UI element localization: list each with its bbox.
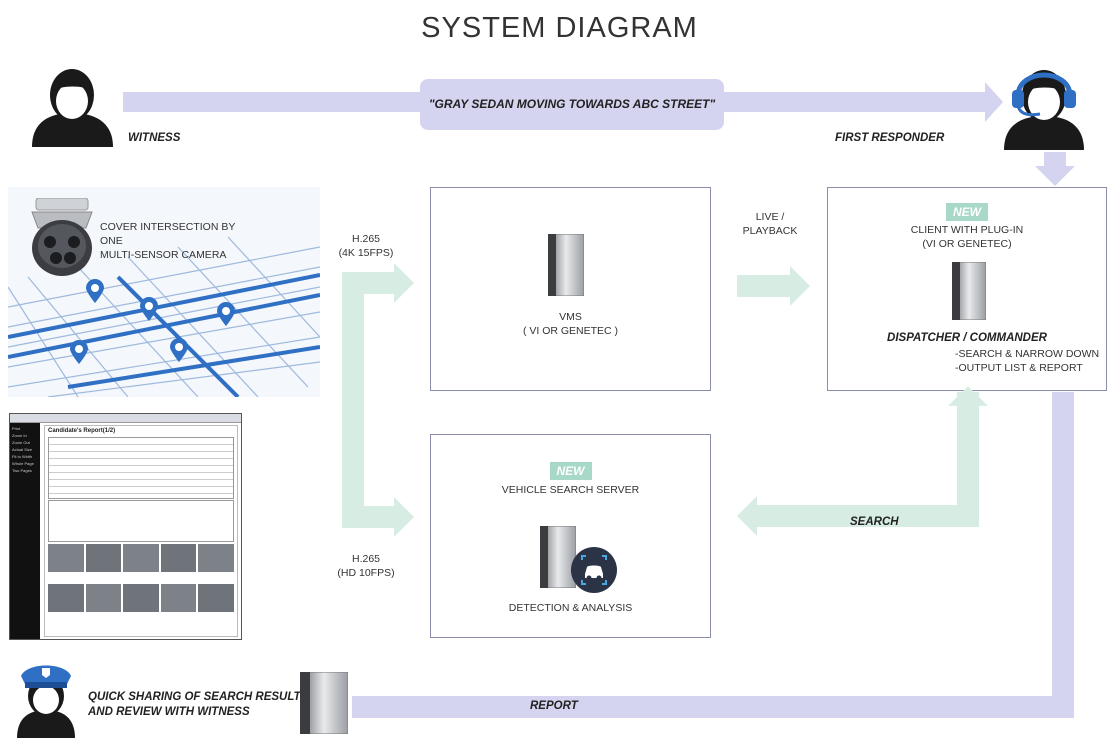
report-thumbnail <box>160 544 197 572</box>
search-horizontal-bar <box>755 505 979 527</box>
report-info-table <box>48 437 234 499</box>
report-side-menu: Print Zoom In Zoom Out Actual Size Fit t… <box>10 423 40 639</box>
quote-bubble <box>420 79 724 130</box>
report-horizontal-bar <box>352 696 1074 718</box>
vms-server-icon <box>548 234 584 296</box>
report-menu-item: Fit to Width <box>12 454 33 459</box>
report-thumbnail <box>198 544 234 572</box>
stream-vertical-bar <box>342 272 364 527</box>
report-notes <box>48 500 234 542</box>
report-menu-item: Print <box>12 426 21 431</box>
vss-caption: DETECTION & ANALYSIS <box>508 602 633 614</box>
client-server-icon <box>952 262 986 320</box>
stream-label-line: H.265 <box>351 553 381 565</box>
stream-label-line: (HD 10FPS) <box>337 567 395 579</box>
client-item: -OUTPUT LIST & REPORT <box>955 362 1083 374</box>
responder-down-arrow-head <box>1035 166 1075 191</box>
vss-server-icon <box>540 526 576 588</box>
vehicle-detection-icon <box>570 546 618 599</box>
street-map-illustration <box>8 236 320 397</box>
client-items: -SEARCH & NARROW DOWN -OUTPUT LIST & REP… <box>955 347 1105 375</box>
vss-new-badge: NEW <box>549 462 592 480</box>
camera-caption-line: COVER INTERSECTION BY ONE <box>100 221 236 247</box>
officer-caption-line: AND REVIEW WITH WITNESS <box>88 706 250 718</box>
stream-bottom-label: H.265 (HD 10FPS) <box>336 552 396 580</box>
page-title: SYSTEM DIAGRAM <box>421 12 698 44</box>
report-thumb-row <box>48 584 234 612</box>
report-vertical-bar <box>1052 392 1074 718</box>
live-label-line: LIVE / <box>755 211 785 223</box>
multi-sensor-camera-icon <box>26 197 98 283</box>
stream-arrow-top-head <box>394 263 414 308</box>
vms-caption-line: VMS <box>559 311 582 323</box>
witness-person-icon <box>30 65 115 152</box>
first-responder-label: FIRST RESPONDER <box>835 132 945 144</box>
officer-caption-line: QUICK SHARING OF SEARCH RESULTS <box>88 691 309 703</box>
stream-label-line: H.265 <box>351 233 381 245</box>
stream-arrow-bottom <box>342 506 397 528</box>
report-label: REPORT <box>530 700 578 712</box>
report-thumbnail <box>85 544 122 572</box>
client-item: -SEARCH & NARROW DOWN <box>955 348 1100 360</box>
report-thumbnail <box>48 544 84 572</box>
report-thumbnail <box>85 584 122 612</box>
first-responder-headset-icon <box>1000 62 1088 155</box>
candidate-report-screenshot: Print Zoom In Zoom Out Actual Size Fit t… <box>9 413 242 640</box>
report-menu-item: Zoom In <box>12 433 27 438</box>
report-thumbnail <box>48 584 84 612</box>
stream-label-line: (4K 15FPS) <box>338 247 394 259</box>
map-pin-icon <box>170 338 188 367</box>
report-server-icon <box>300 672 348 734</box>
stream-top-label: H.265 (4K 15FPS) <box>336 232 396 260</box>
vms-caption: VMS ( VI OR GENETEC ) <box>430 310 711 338</box>
vms-caption-line: ( VI OR GENETEC ) <box>522 325 619 337</box>
report-thumb-row <box>48 544 234 572</box>
report-page: Candidate's Report(1/2) <box>44 425 238 637</box>
report-thumbnail <box>123 584 159 612</box>
search-label: SEARCH <box>850 516 899 528</box>
live-playback-label: LIVE / PLAYBACK <box>740 210 800 238</box>
officer-caption: QUICK SHARING OF SEARCH RESULTS AND REVI… <box>88 690 308 720</box>
witness-quote: "GRAY SEDAN MOVING TOWARDS ABC STREET" <box>428 97 716 111</box>
live-playback-arrow-head <box>790 266 810 311</box>
report-title: Candidate's Report(1/2) <box>48 428 116 434</box>
responder-down-arrow <box>1044 152 1066 168</box>
report-menu-item: Two Pages <box>12 468 32 473</box>
client-new-badge: NEW <box>946 203 988 221</box>
police-officer-icon <box>15 658 77 743</box>
report-menu-item: Actual Size <box>12 447 33 452</box>
report-thumbnail <box>123 544 159 572</box>
search-left-arrow-head <box>737 496 757 541</box>
report-thumbnail <box>198 584 234 612</box>
live-label-line: PLAYBACK <box>742 225 798 237</box>
client-caption: CLIENT WITH PLUG-IN (VI OR GENETEC) <box>827 223 1107 251</box>
search-up-arrow-head <box>948 386 988 411</box>
vss-title: VEHICLE SEARCH SERVER <box>501 484 640 496</box>
witness-label: WITNESS <box>128 132 181 144</box>
report-window-titlebar <box>10 414 241 423</box>
camera-caption: COVER INTERSECTION BY ONE MULTI-SENSOR C… <box>100 220 260 262</box>
live-playback-arrow <box>737 275 792 297</box>
stream-arrow-bottom-head <box>394 497 414 542</box>
map-pin-icon <box>86 279 104 308</box>
report-menu-item: Zoom Out <box>12 440 30 445</box>
client-role: DISPATCHER / COMMANDER <box>887 332 1047 344</box>
client-caption-line: CLIENT WITH PLUG-IN <box>910 224 1024 236</box>
map-pin-icon <box>217 302 235 331</box>
vss-new-badge-wrap: NEW <box>430 462 711 480</box>
map-pin-icon <box>70 340 88 369</box>
search-vertical-bar <box>957 392 979 526</box>
client-caption-line: (VI OR GENETEC) <box>922 238 1012 250</box>
report-menu-item: Whole Page <box>12 461 34 466</box>
client-new-badge-wrap: NEW <box>827 203 1107 221</box>
map-pin-icon <box>140 297 158 326</box>
witness-arrow-head <box>985 82 1003 127</box>
report-thumbnail <box>160 584 197 612</box>
camera-caption-line: MULTI-SENSOR CAMERA <box>100 249 227 261</box>
